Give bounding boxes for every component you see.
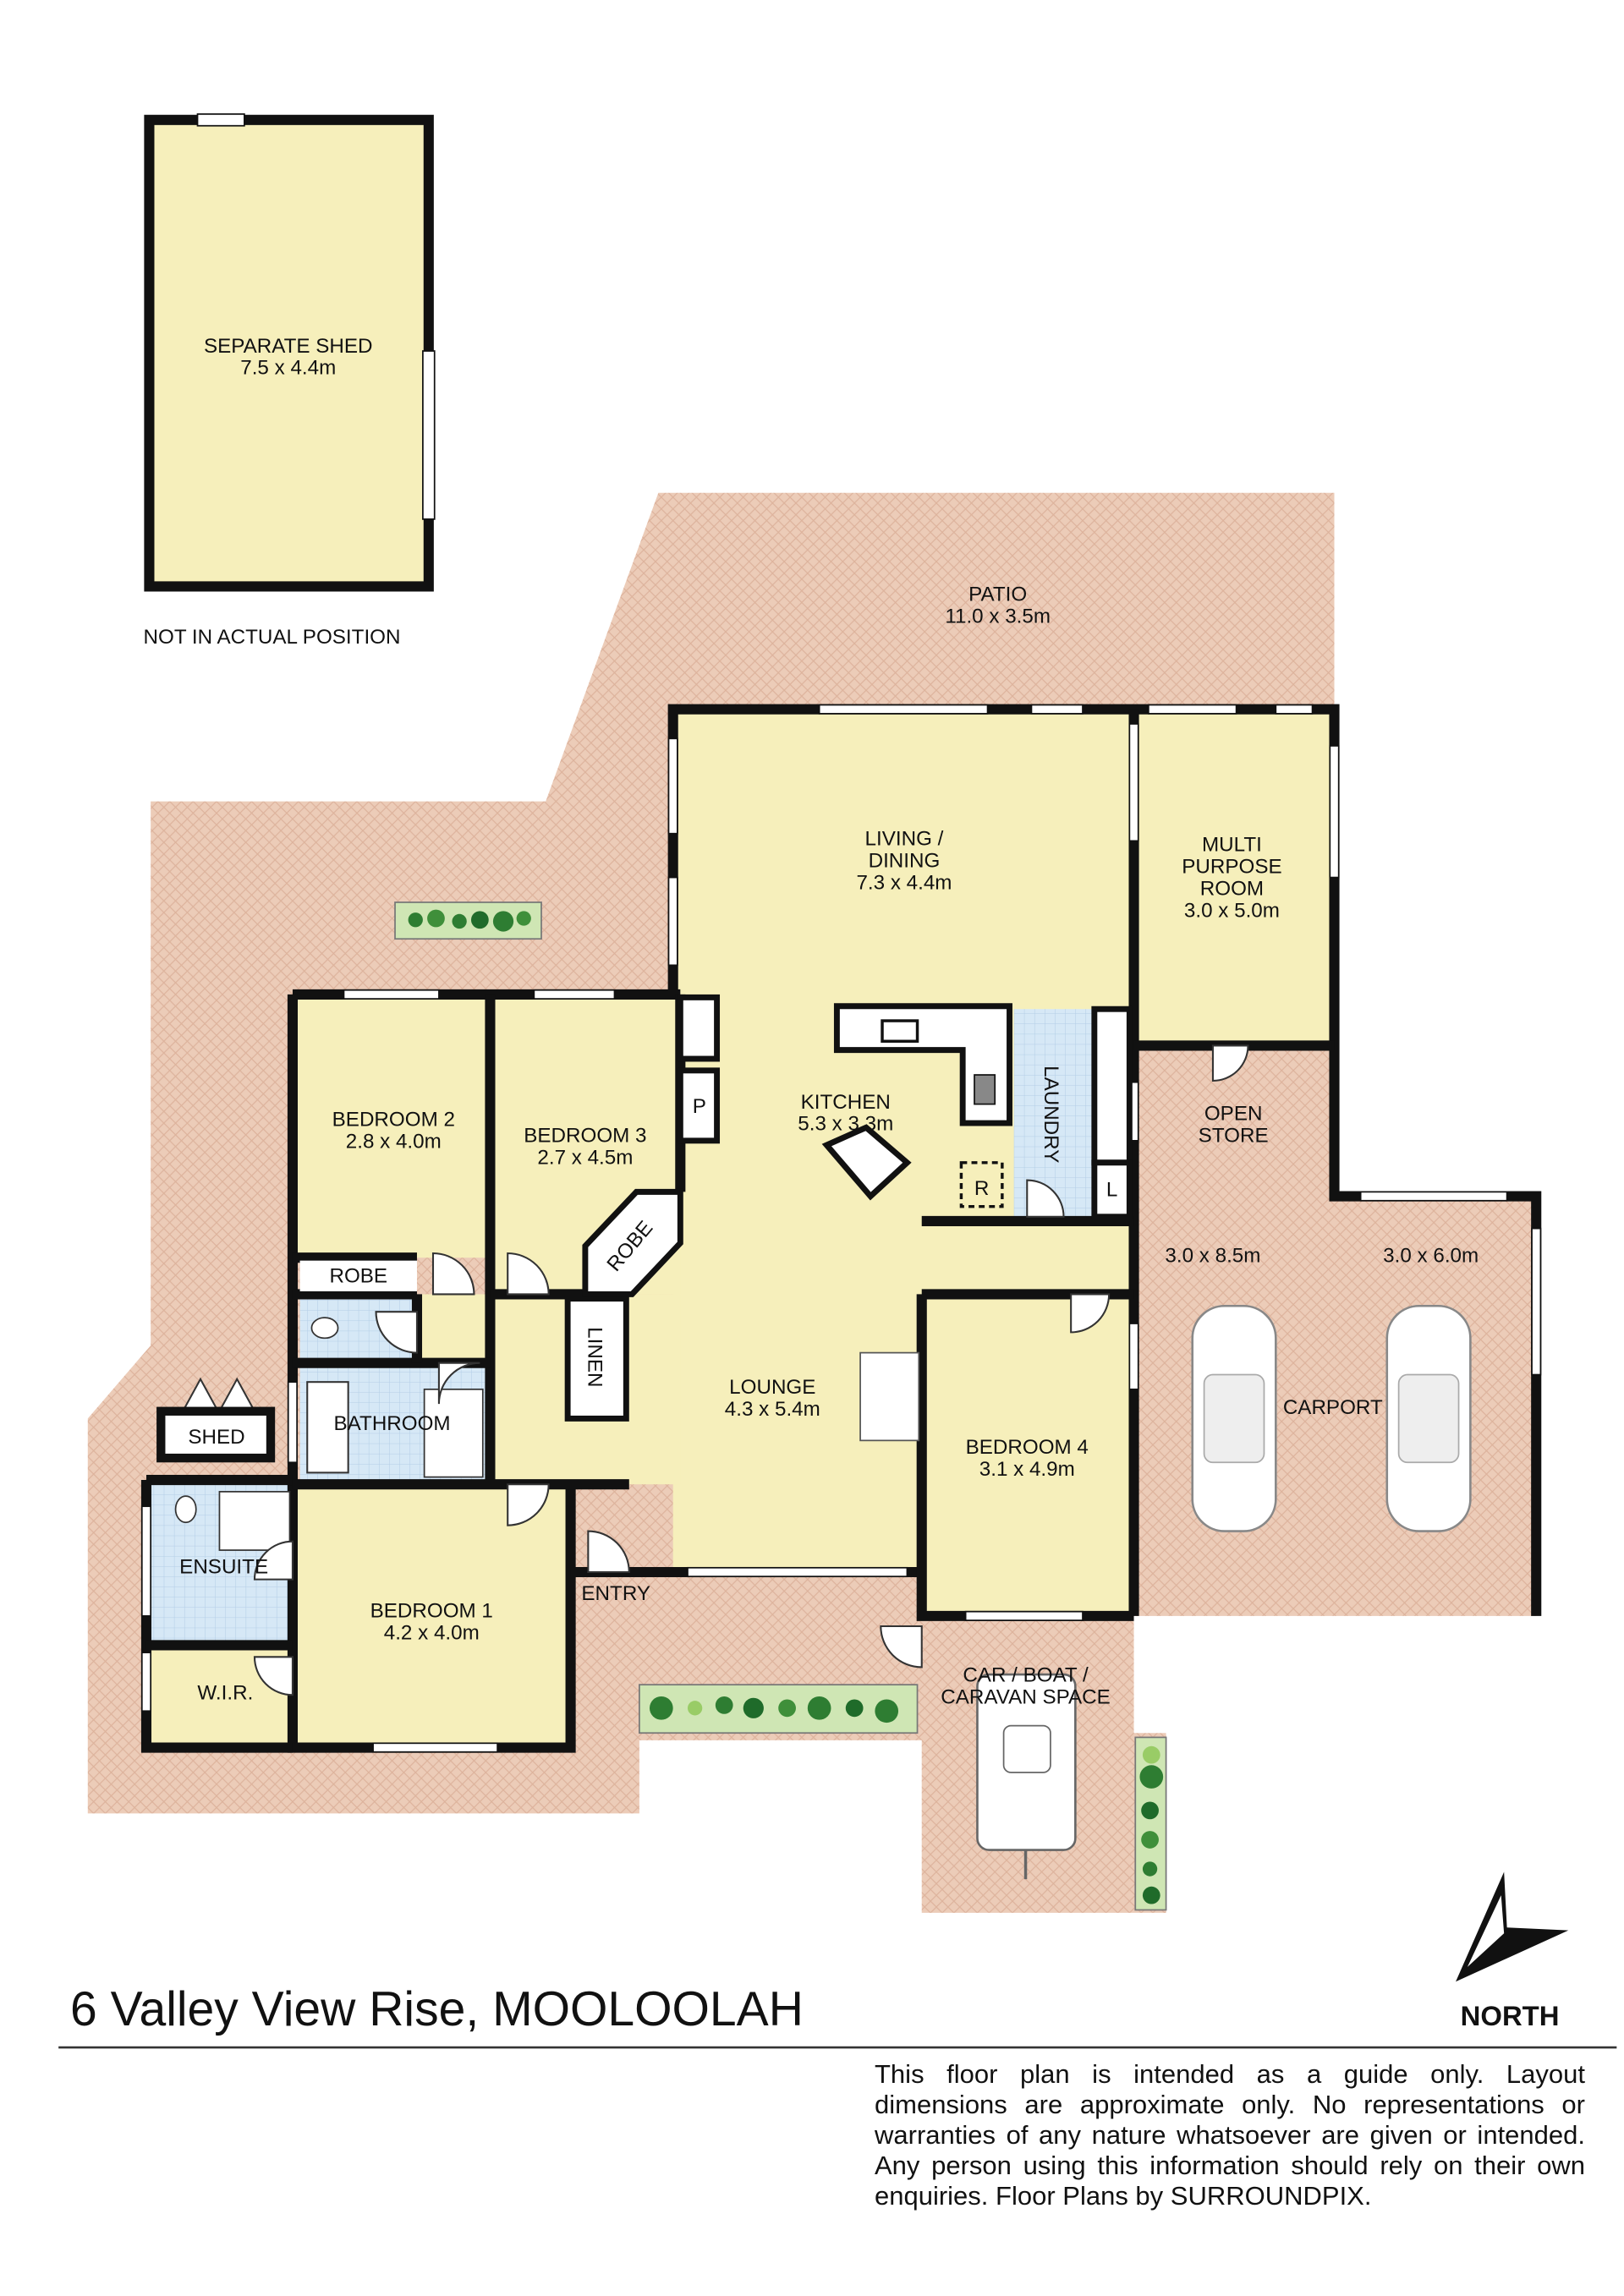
room-label: ROOM: [1200, 877, 1264, 900]
ensuite-shower-icon: [218, 1491, 291, 1551]
bedroom2-label: BEDROOM 2: [332, 1109, 455, 1132]
car-icon: [1191, 1304, 1277, 1532]
room-labels: LIVING / DINING 7.3 x 4.4m MULTI PURPOSE…: [179, 828, 1479, 1709]
doors[interactable]: [181, 1044, 1249, 1696]
ensuite-label: ENSUITE: [179, 1556, 268, 1579]
wir-label: W.I.R.: [197, 1681, 253, 1704]
carport-label: CARPORT: [1283, 1396, 1383, 1419]
bathroom-label: BATHROOM: [334, 1412, 451, 1435]
bedroom-2: [292, 994, 491, 1258]
toilet-icon: [310, 1317, 339, 1340]
kitchen-size: 5.3 x 3.3m: [798, 1113, 893, 1136]
separate-shed-name: SEPARATE SHED: [204, 335, 373, 358]
bedroom3-label: BEDROOM 3: [524, 1125, 646, 1148]
car-icon: [1385, 1304, 1472, 1532]
robe-bedroom2[interactable]: [299, 1260, 417, 1291]
disclaimer: This floor plan is intended as a guide o…: [875, 2059, 1585, 2211]
kitchen-label: KITCHEN: [801, 1091, 891, 1114]
bathtub-icon: [306, 1381, 349, 1474]
car-space-label2: CARAVAN SPACE: [941, 1686, 1110, 1709]
multi-size: 3.0 x 5.0m: [1184, 899, 1280, 922]
multi-purpose-room: [1133, 709, 1335, 1046]
open-label: OPEN: [1204, 1103, 1263, 1126]
garden-bed: [1134, 1736, 1167, 1911]
bedroom-4: [921, 1294, 1134, 1616]
kitchen-island: [821, 1124, 912, 1201]
linen-l-label: L: [1106, 1179, 1117, 1202]
carport-size2: 3.0 x 6.0m: [1383, 1244, 1479, 1267]
shed-note: NOT IN ACTUAL POSITION: [144, 626, 401, 649]
car-space-label1: CAR / BOAT /: [963, 1664, 1089, 1687]
fireplace-icon: [859, 1351, 920, 1442]
patio-size: 11.0 x 3.5m: [945, 606, 1051, 628]
bedroom3-size: 2.7 x 4.5m: [537, 1147, 633, 1170]
lounge-label: LOUNGE: [729, 1376, 815, 1399]
separate-shed: SEPARATE SHED 7.5 x 4.4m: [144, 113, 436, 592]
garden-bed: [639, 1684, 919, 1734]
robe1-label: ROBE: [329, 1265, 387, 1288]
robe-bedroom3[interactable]: [582, 1188, 683, 1297]
kitchen-bench: [833, 1003, 1012, 1126]
garden-bed: [394, 901, 542, 940]
shower-icon: [423, 1388, 484, 1478]
carport-size1: 3.0 x 8.5m: [1165, 1244, 1260, 1267]
bedroom1-size: 4.2 x 4.0m: [384, 1622, 480, 1645]
living-label: LIVING /: [865, 828, 944, 851]
pantry[interactable]: [677, 1067, 721, 1144]
small-shed: [156, 1406, 276, 1463]
fridge-space: [959, 1161, 1004, 1208]
bedroom1-label: BEDROOM 1: [370, 1600, 493, 1623]
toilet-icon: [174, 1495, 197, 1524]
bedroom4-size: 3.1 x 4.9m: [979, 1458, 1075, 1481]
purpose-label: PURPOSE: [1182, 855, 1281, 878]
pantry-label: P: [693, 1095, 706, 1118]
sink-icon: [881, 1019, 919, 1043]
bedroom-1: [292, 1484, 571, 1748]
shed-label: SHED: [188, 1426, 244, 1449]
separate-shed-size: 7.5 x 4.4m: [240, 357, 336, 380]
lounge-size: 4.3 x 5.4m: [725, 1398, 820, 1421]
store-label: STORE: [1199, 1125, 1269, 1148]
dining-label: DINING: [869, 849, 941, 872]
cooktop-icon: [974, 1074, 996, 1105]
windows: [140, 704, 1542, 1753]
fridge-label: R: [974, 1177, 989, 1200]
multi-label: MULTI: [1202, 833, 1262, 856]
entry-label: ENTRY: [581, 1582, 650, 1605]
living-size: 7.3 x 4.4m: [856, 871, 952, 894]
page-title: 6 Valley View Rise, MOOLOOLAH: [70, 1982, 804, 2036]
linen-cupboard[interactable]: [564, 1296, 629, 1422]
linen-label: LINEN: [583, 1327, 606, 1387]
patio-name: PATIO: [968, 584, 1027, 606]
north-arrow-icon: [1456, 1871, 1569, 1982]
bedroom2-size: 2.8 x 4.0m: [346, 1131, 442, 1153]
laundry-label: LAUNDRY: [1040, 1066, 1062, 1163]
north-label: NORTH: [1461, 2000, 1560, 2031]
bedroom4-label: BEDROOM 4: [966, 1436, 1089, 1459]
trailer-icon: [976, 1673, 1077, 1880]
